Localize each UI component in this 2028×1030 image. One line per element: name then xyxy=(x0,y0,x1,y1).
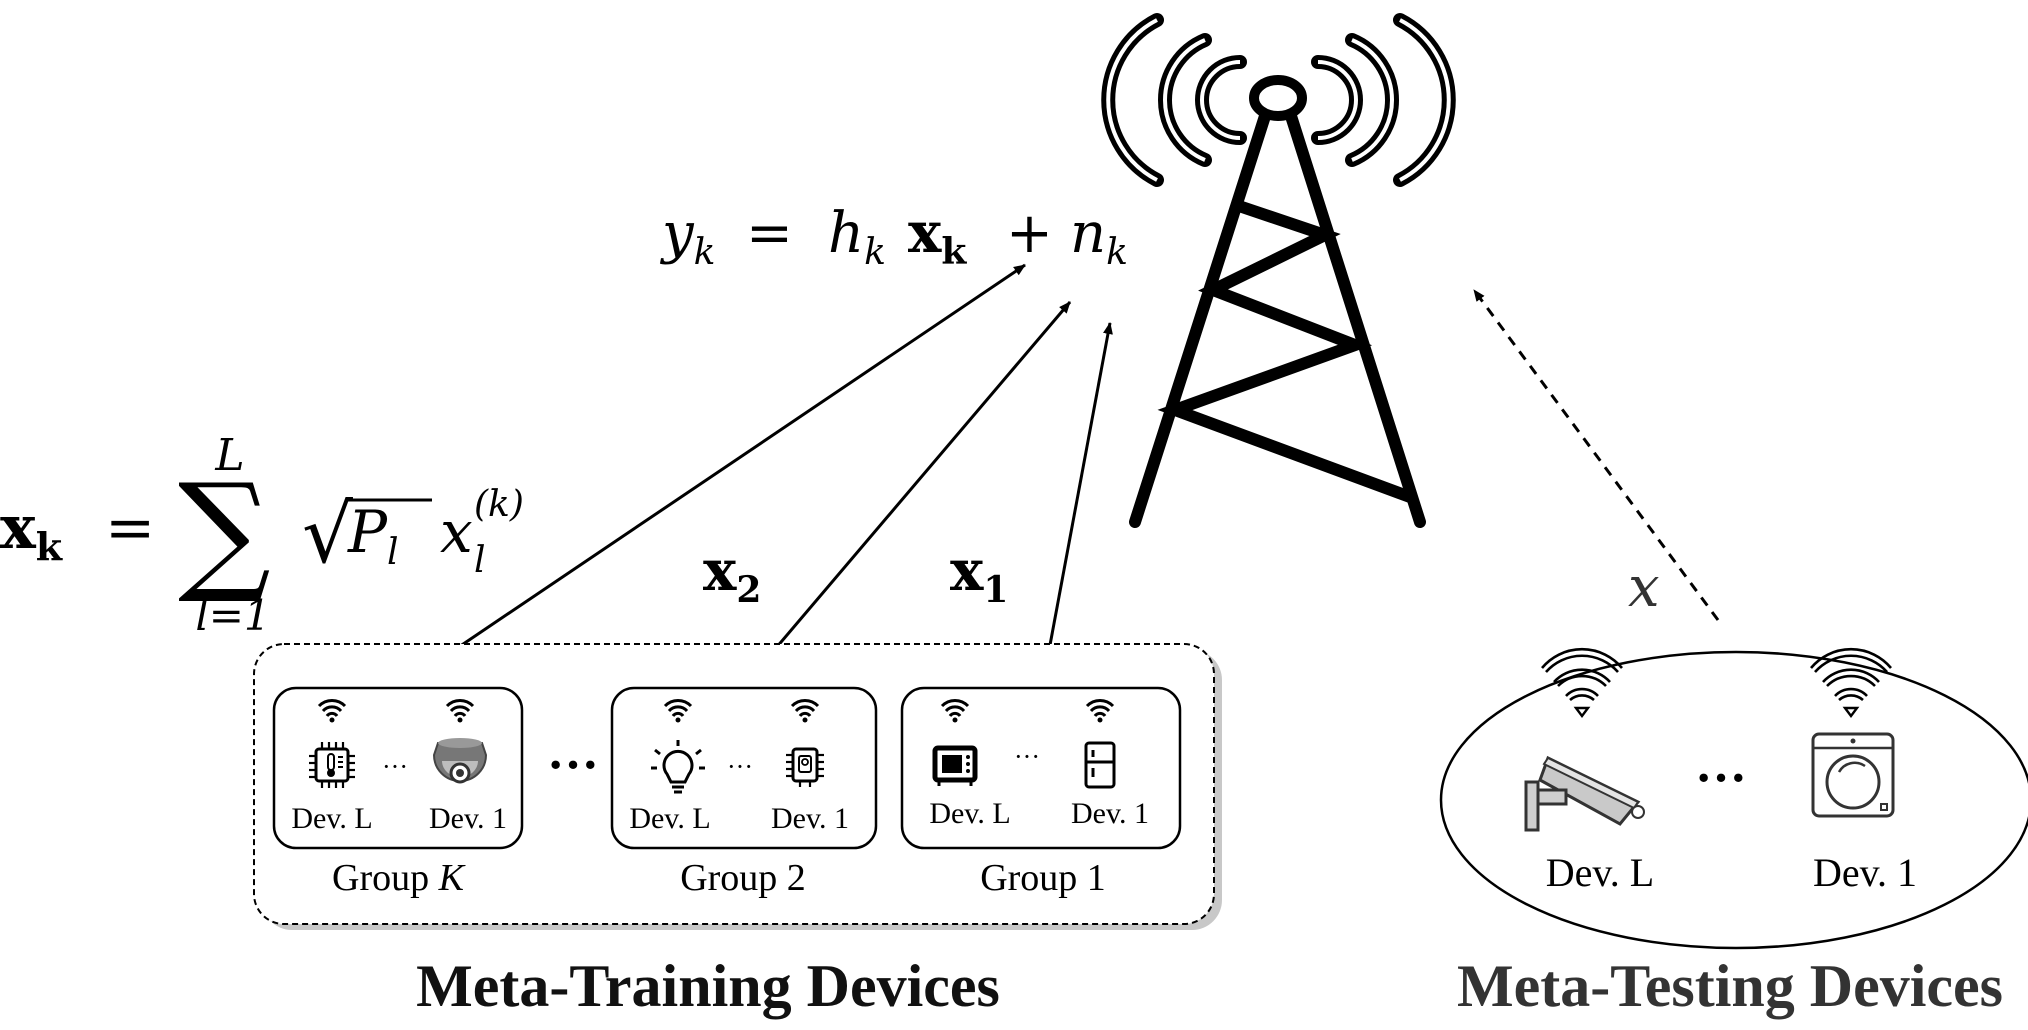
group-2-dev-right: Dev. 1 xyxy=(771,802,849,835)
svg-text:x2: x2 xyxy=(703,538,761,611)
sensor-chip-icon xyxy=(309,742,355,788)
group-1-dots: ··· xyxy=(1014,742,1040,771)
group-k-dots: ··· xyxy=(382,752,408,781)
sum-x-sub: l xyxy=(474,540,486,581)
svg-text:nk: nk xyxy=(1070,201,1128,273)
group-k: ··· Dev. L Dev. 1 Group K xyxy=(272,686,524,899)
eq-n-sub: k xyxy=(1106,232,1128,273)
sum-equals: = xyxy=(105,493,155,563)
sum-lhs: x xyxy=(0,493,37,563)
group-1-dev-right: Dev. 1 xyxy=(1071,797,1149,830)
x1-label: x1 xyxy=(950,538,1008,611)
eq-y-sub: k xyxy=(694,232,716,273)
group-1-label: Group 1 xyxy=(980,857,1106,899)
cell-tower-icon xyxy=(1101,13,1456,528)
light-bulb-icon xyxy=(651,740,705,794)
eq-equals: = xyxy=(746,201,793,266)
sum-lhs-sub: k xyxy=(36,524,63,569)
x2-label: x2 xyxy=(703,538,761,611)
sigma-symbol: ∑ xyxy=(178,455,271,607)
sqrt-symbol: √ xyxy=(302,488,353,581)
eq-plus: + xyxy=(1006,201,1053,266)
washing-machine-icon xyxy=(1811,732,1895,818)
group-2-dev-left: Dev. L xyxy=(629,802,710,835)
svg-text:yk: yk xyxy=(659,201,715,273)
x-test-label: x xyxy=(1628,555,1660,620)
arrow-group-2 xyxy=(740,301,1072,689)
meta-testing-group: ··· Dev. L Dev. 1 xyxy=(1439,647,2028,950)
meta-testing-dev-left: Dev. L xyxy=(1546,850,1654,895)
eq-x-sub: k xyxy=(941,231,967,273)
group-2: ··· Dev. L Dev. 1 Group 2 xyxy=(610,686,878,899)
arrow-meta-testing xyxy=(1472,289,1720,621)
group-1: ··· Dev. L Dev. 1 Group 1 xyxy=(900,686,1182,899)
meta-training-title: Meta-Training Devices xyxy=(416,953,1000,1019)
group-k-dev-right: Dev. 1 xyxy=(429,802,507,835)
received-signal-equation: yk = hk xk + nk xyxy=(659,200,1128,273)
group-1-dev-left: Dev. L xyxy=(929,797,1010,830)
group-2-dots: ··· xyxy=(727,752,753,781)
eq-h-sub: k xyxy=(864,232,886,273)
meta-testing-dev-right: Dev. 1 xyxy=(1813,850,1917,895)
microwave-icon xyxy=(932,745,978,786)
sum-x-sup: (k) xyxy=(474,484,524,525)
arrow-group-1 xyxy=(1040,322,1113,689)
chip-icon xyxy=(786,747,824,787)
meta-testing-dots: ··· xyxy=(1695,750,1747,807)
sum-upper: L xyxy=(214,430,244,481)
sum-p: P xyxy=(347,498,388,566)
eq-h: h xyxy=(828,201,864,266)
svg-text:hk: hk xyxy=(828,201,886,273)
group-k-label: Group K xyxy=(332,857,466,899)
fridge-icon xyxy=(1084,741,1116,789)
meta-testing-title: Meta-Testing Devices xyxy=(1457,953,2003,1019)
dome-camera-icon xyxy=(432,738,488,784)
svg-text:x1: x1 xyxy=(950,538,1008,611)
sum-lower: l=1 xyxy=(195,591,270,640)
svg-text:xk: xk xyxy=(908,200,967,273)
eq-y: y xyxy=(659,201,695,266)
sum-x: x xyxy=(440,498,473,566)
superposition-equation: xk = ∑ L l=1 √ Pl x l (k) xyxy=(0,430,524,640)
svg-text:xk: xk xyxy=(0,493,63,569)
arrow-group-k xyxy=(397,263,1026,690)
svg-text:Pl: Pl xyxy=(347,498,399,573)
eq-n: n xyxy=(1070,201,1106,266)
group-k-dev-left: Dev. L xyxy=(291,802,372,835)
groups-ellipsis: ··· xyxy=(547,737,599,794)
group-2-label: Group 2 xyxy=(680,857,806,899)
security-camera-icon xyxy=(1524,755,1645,832)
eq-x: x xyxy=(908,200,942,266)
sum-p-sub: l xyxy=(387,532,399,573)
uplink-arrows xyxy=(397,263,1720,690)
